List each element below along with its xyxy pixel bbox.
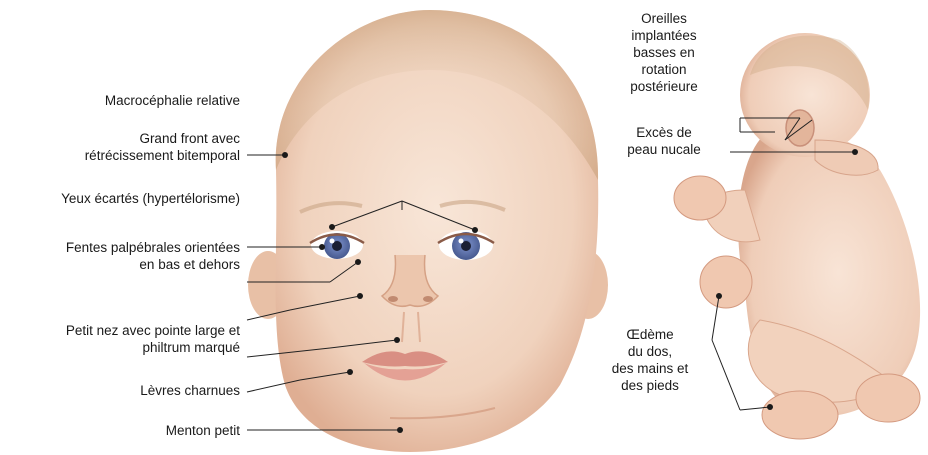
label-line: Yeux écartés (hypertélorisme) [4,190,240,207]
label-edema: Œdème du dos, des mains et des pieds [592,326,708,394]
label-macrocephaly: Macrocéphalie relative [30,92,240,109]
label-neck: Excès de peau nucale [600,124,728,158]
label-line: peau nucale [600,141,728,158]
label-line: des pieds [592,377,708,394]
label-line: Macrocéphalie relative [30,92,240,109]
label-forehead: Grand front avec rétrécissement bitempor… [20,130,240,164]
label-ears: Oreilles implantées basses en rotation p… [600,10,728,95]
label-lips: Lèvres charnues [30,382,240,399]
label-line: Excès de [600,124,728,141]
upper-hand [674,176,726,220]
label-eyes: Yeux écartés (hypertélorisme) [4,190,240,207]
label-line: Grand front avec [20,130,240,147]
label-line: rétrécissement bitemporal [20,147,240,164]
label-line: postérieure [600,78,728,95]
label-line: Petit nez avec pointe large et [4,322,240,339]
label-line: en bas et dehors [4,256,240,273]
right-foot [856,374,920,422]
label-line: basses en [600,44,728,61]
label-line: implantées [600,27,728,44]
label-line: Lèvres charnues [30,382,240,399]
lower-hand [700,256,752,308]
label-fissures: Fentes palpébrales orientées en bas et d… [4,239,240,273]
label-line: Fentes palpébrales orientées [4,239,240,256]
label-line: Œdème [592,326,708,343]
baby-face [248,10,608,452]
label-nose: Petit nez avec pointe large et philtrum … [4,322,240,356]
label-line: du dos, [592,343,708,360]
label-line: Oreilles [600,10,728,27]
label-chin: Menton petit [30,422,240,439]
label-line: philtrum marqué [4,339,240,356]
label-line: rotation [600,61,728,78]
left-foot [762,391,838,439]
label-line: Menton petit [30,422,240,439]
label-line: des mains et [592,360,708,377]
side-ear [786,110,814,146]
